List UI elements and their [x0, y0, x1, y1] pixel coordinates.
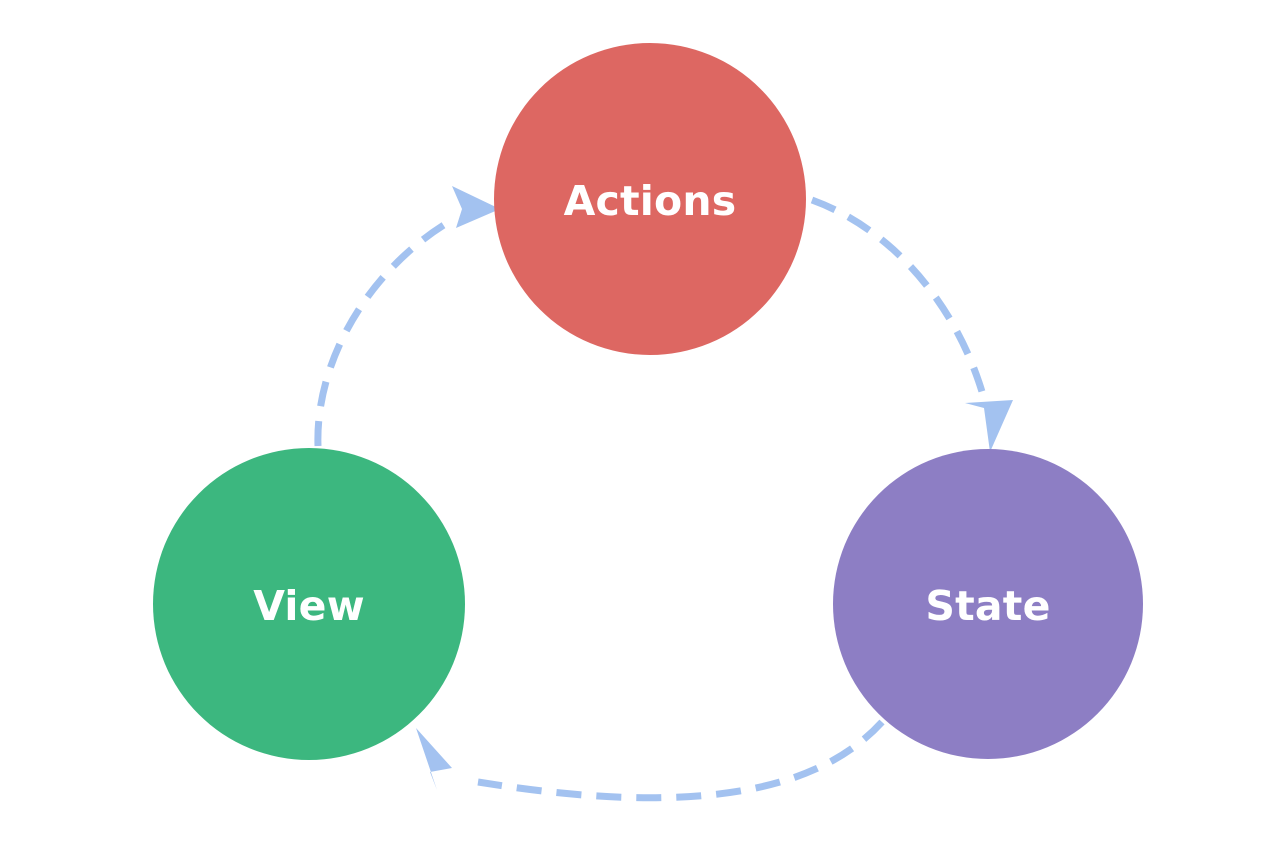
- node-state[interactable]: State: [833, 449, 1143, 759]
- arrow-state-to-view-head-icon: [416, 728, 452, 790]
- arrow-actions-to-state: [810, 196, 1013, 452]
- arrow-state-to-view: [416, 719, 885, 802]
- node-actions-circle[interactable]: [494, 43, 806, 355]
- arrow-view-to-actions-head-icon: [452, 186, 500, 228]
- arrow-actions-to-state-arc: [810, 196, 990, 407]
- node-view-label: View: [253, 582, 365, 630]
- arrow-actions-to-state-head-icon: [965, 400, 1013, 452]
- node-actions-label: Actions: [564, 177, 737, 225]
- node-state-circle[interactable]: [833, 449, 1143, 759]
- arrow-group: [314, 186, 1013, 802]
- node-view[interactable]: View: [153, 448, 465, 760]
- node-view-circle[interactable]: [153, 448, 465, 760]
- arrow-view-to-actions-arc: [314, 216, 454, 447]
- node-group: Actions View State: [153, 43, 1143, 760]
- arrow-state-to-view-arc: [477, 719, 885, 802]
- node-state-label: State: [925, 582, 1050, 630]
- node-actions[interactable]: Actions: [494, 43, 806, 355]
- arrow-view-to-actions: [314, 186, 500, 447]
